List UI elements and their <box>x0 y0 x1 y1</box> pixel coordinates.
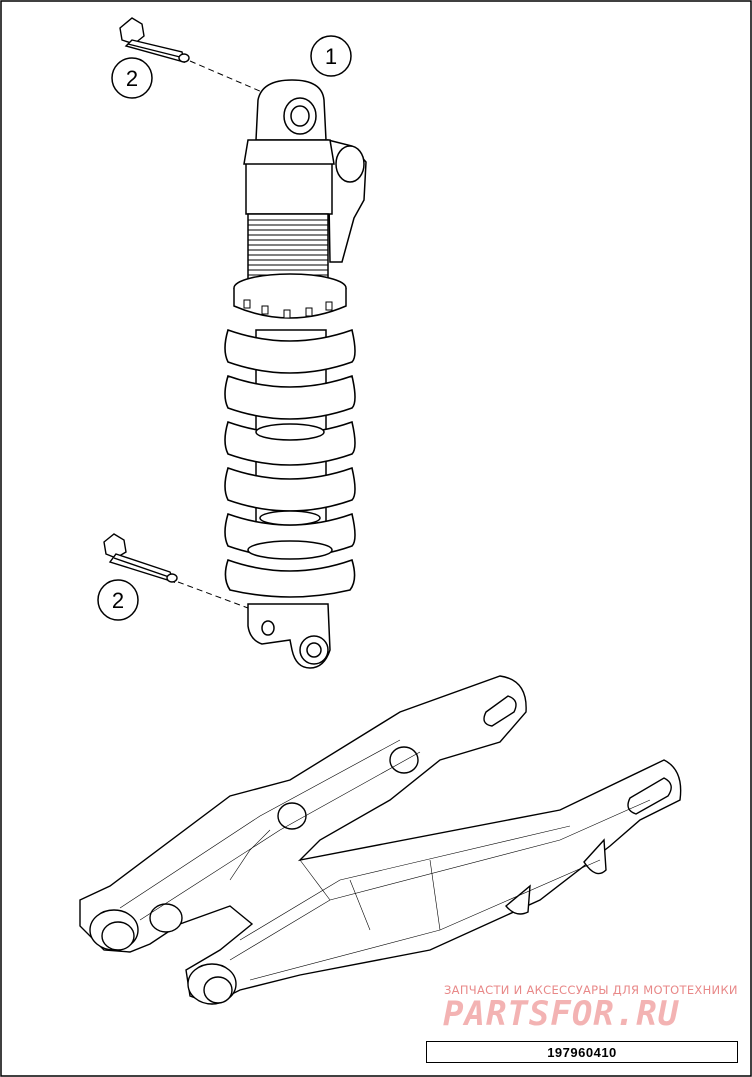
part-number-box: 197960410 <box>426 1041 738 1063</box>
shock-absorber <box>224 79 367 669</box>
swingarm <box>79 675 682 1005</box>
callout-2-lower-label: 2 <box>112 588 124 613</box>
upper-screw <box>119 17 263 93</box>
part-number: 197960410 <box>547 1044 617 1060</box>
callout-2-upper-label: 2 <box>126 66 138 91</box>
callout-1: 1 <box>310 35 352 77</box>
callout-2-upper: 2 <box>111 57 153 99</box>
watermark-brand: PARTSFOR.RU <box>443 994 680 1034</box>
lower-screw <box>103 533 249 609</box>
watermark-tagline: ЗАПЧАСТИ И АКСЕССУАРЫ ДЛЯ МОТОТЕХНИКИ <box>444 983 738 997</box>
callout-1-label: 1 <box>325 44 337 69</box>
callout-2-lower: 2 <box>97 579 139 621</box>
